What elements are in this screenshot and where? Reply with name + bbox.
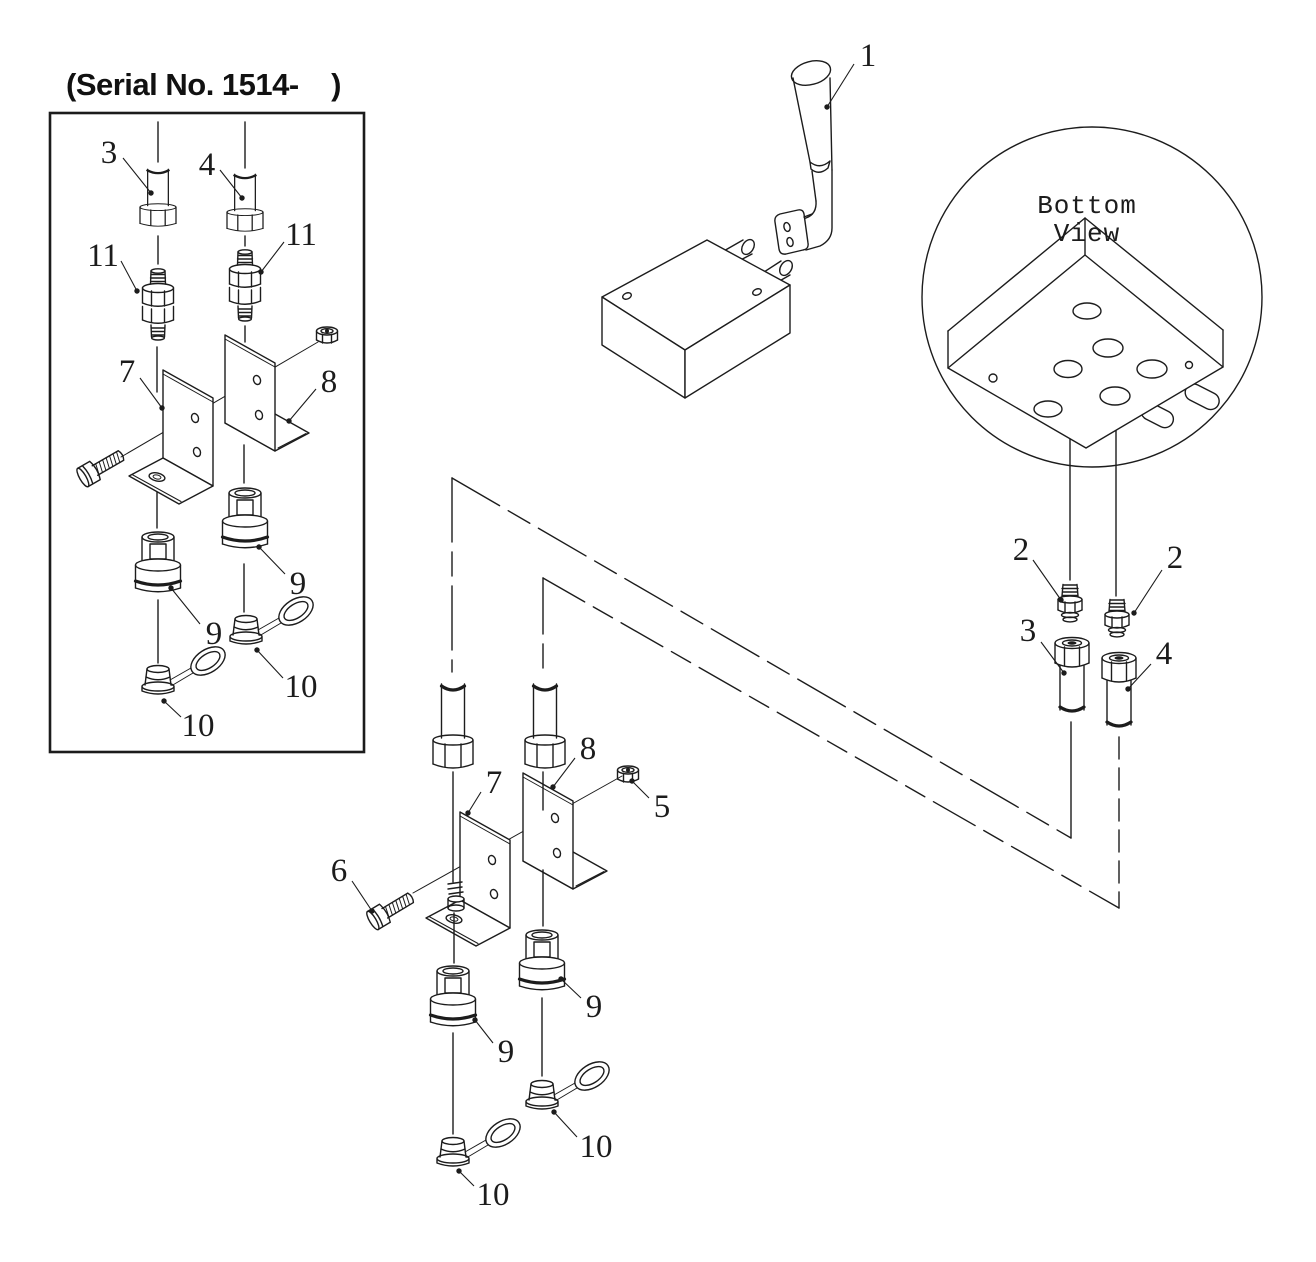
dustplug-10-left xyxy=(436,1112,526,1167)
callout-2-left: 2 xyxy=(1013,532,1030,568)
inset-bracket-8 xyxy=(224,334,310,452)
inset-bolt xyxy=(74,444,129,489)
callout-1: 1 xyxy=(860,38,877,74)
callout-3: 3 xyxy=(1020,613,1037,649)
inset-coupler-9-left xyxy=(133,530,183,594)
coupler-9-left xyxy=(428,964,478,1028)
inset-fitting-3 xyxy=(138,167,178,228)
callout-9-right: 9 xyxy=(586,989,603,1025)
callout-inset-10-left: 10 xyxy=(182,708,215,744)
bottom-view-detail: Bottom View xyxy=(921,126,1263,468)
inset-nipple-11-left xyxy=(141,268,175,341)
callout-inset-8: 8 xyxy=(321,364,338,400)
callout-7: 7 xyxy=(486,765,503,801)
centerlines-lower xyxy=(453,771,544,964)
inset-bracket-7 xyxy=(128,369,214,505)
callout-2-right: 2 xyxy=(1167,540,1184,576)
bracket-stud xyxy=(447,881,465,912)
inset-fitting-4 xyxy=(225,172,265,233)
bracket-8 xyxy=(522,772,608,890)
fitting-2-left xyxy=(1057,583,1083,623)
callout-inset-11-left: 11 xyxy=(87,238,119,274)
callout-6: 6 xyxy=(331,853,348,889)
callout-inset-4: 4 xyxy=(199,147,216,183)
nut-5 xyxy=(616,765,640,783)
main-callouts: 1 2 2 3 4 5 6 7 8 9 9 10 10 xyxy=(331,38,1184,1213)
dustplug-10-right xyxy=(525,1055,615,1110)
bottom-view-label-line2: View xyxy=(1054,219,1120,249)
callout-inset-11-right: 11 xyxy=(285,217,317,253)
callout-inset-7: 7 xyxy=(119,354,136,390)
callout-inset-9-left: 9 xyxy=(206,616,223,652)
leader-dots xyxy=(134,104,1137,1174)
fitting-3 xyxy=(1053,635,1091,713)
callout-inset-9-right: 9 xyxy=(290,566,307,602)
fitting-2-right xyxy=(1104,598,1130,638)
callout-8: 8 xyxy=(580,731,597,767)
coupler-9-right xyxy=(517,928,567,992)
projection-lines xyxy=(120,121,1120,909)
lower-assembly xyxy=(364,682,640,1167)
fitting-4 xyxy=(1100,650,1138,728)
leader-lines xyxy=(120,63,1163,1187)
callout-10-left: 10 xyxy=(477,1177,510,1213)
inset-frame xyxy=(48,111,366,754)
callout-5: 5 xyxy=(654,789,671,825)
page-title: (Serial No. 1514- ) xyxy=(66,67,341,102)
callout-10-right: 10 xyxy=(580,1129,613,1165)
callout-inset-10-right: 10 xyxy=(285,669,318,705)
right-fittings xyxy=(1053,583,1138,728)
lower-fitting-left xyxy=(431,682,475,770)
inset-callouts: 3 4 11 11 7 8 9 9 10 10 xyxy=(87,135,337,744)
inset-nipple-11-right xyxy=(228,249,262,322)
callout-4: 4 xyxy=(1156,636,1173,672)
inset-coupler-9-right xyxy=(220,486,270,550)
callout-9-left: 9 xyxy=(498,1034,515,1070)
lower-fitting-right xyxy=(523,682,567,770)
bottom-view-label-line1: Bottom xyxy=(1037,191,1137,221)
centerlines-caps xyxy=(452,997,543,1135)
valve-assembly xyxy=(601,60,833,399)
inset-nut xyxy=(315,326,339,344)
callout-inset-3: 3 xyxy=(101,135,118,171)
